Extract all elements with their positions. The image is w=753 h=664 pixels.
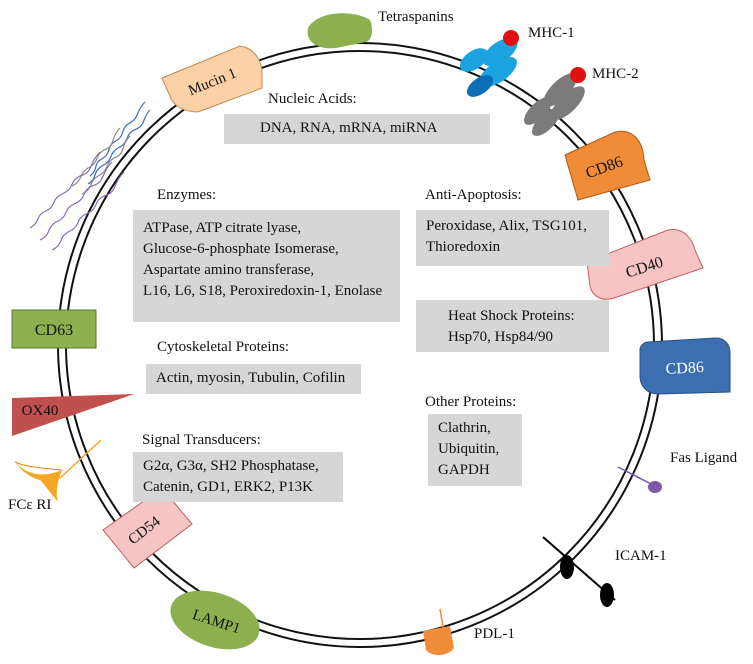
- enzymes-line: Glucose-6-phosphate Isomerase,: [143, 241, 339, 257]
- tetraspanins-icon: [307, 13, 373, 49]
- signal-transducers-box: G2α, G3α, SH2 Phosphatase, Catenin, GD1,…: [133, 452, 343, 502]
- nucleic-acids-line: DNA, RNA, mRNA, miRNA: [260, 120, 438, 136]
- signal-transducers-line: Catenin, GD1, ERK2, P13K: [143, 479, 313, 495]
- cytoskeletal-box: Actin, myosin, Tubulin, Cofilin: [146, 364, 361, 394]
- cd54-icon: [102, 487, 193, 569]
- cd86-right-icon: [639, 337, 731, 395]
- icam1-icon: [542, 536, 616, 607]
- mhc1-icon: [459, 30, 519, 97]
- tetraspanins-label: Tetraspanins: [378, 9, 454, 25]
- cytoskeletal-line: Actin, myosin, Tubulin, Cofilin: [156, 370, 346, 386]
- cd86-right-label: CD86: [665, 359, 704, 378]
- cd63-label: CD63: [35, 322, 73, 339]
- icam1-label: ICAM-1: [615, 548, 667, 564]
- other-proteins-box: Clathrin, Ubiquitin, GAPDH: [428, 414, 522, 486]
- fas-ligand-icon: [617, 466, 662, 493]
- signal-transducers-title: Signal Transducers:: [142, 432, 261, 448]
- other-proteins-line: Ubiquitin,: [438, 441, 500, 457]
- enzymes-line: Aspartate amino transferase,: [143, 262, 315, 278]
- mucin1-icon: [161, 45, 263, 113]
- lamp1-icon: [170, 590, 260, 650]
- fas-ligand-label: Fas Ligand: [670, 450, 738, 466]
- other-proteins-line: Clathrin,: [438, 420, 491, 436]
- cytoskeletal-title: Cytoskeletal Proteins:: [157, 339, 290, 355]
- mhc1-label: MHC-1: [528, 25, 575, 41]
- anti-apoptosis-line: Thioredoxin: [426, 239, 501, 255]
- anti-apoptosis-title: Anti-Apoptosis:: [425, 187, 522, 203]
- mhc2-label: MHC-2: [592, 66, 639, 82]
- cd63-icon: [11, 309, 97, 349]
- enzymes-box: ATPase, ATP citrate lyase, Glucose-6-pho…: [133, 210, 400, 322]
- cd86-top-icon: [564, 130, 651, 201]
- other-proteins-title: Other Proteins:: [425, 394, 517, 410]
- pdl1-icon: [423, 608, 454, 656]
- signal-transducers-line: G2α, G3α, SH2 Phosphatase,: [143, 458, 319, 474]
- heat-shock-box: Heat Shock Proteins: Hsp70, Hsp84/90: [416, 300, 609, 352]
- anti-apoptosis-line: Peroxidase, Alix, TSG101,: [426, 218, 587, 234]
- anti-apoptosis-box: Peroxidase, Alix, TSG101, Thioredoxin: [416, 210, 609, 266]
- nucleic-acids-box: DNA, RNA, mRNA, miRNA: [224, 114, 490, 144]
- cd40-icon: [586, 229, 704, 300]
- other-proteins-line: GAPDH: [438, 462, 490, 478]
- enzymes-title: Enzymes:: [157, 187, 217, 203]
- ox40-icon: [12, 394, 134, 436]
- heat-shock-line: Hsp70, Hsp84/90: [448, 329, 554, 345]
- fce-ri-icon: [14, 439, 102, 502]
- enzymes-line: ATPase, ATP citrate lyase,: [143, 220, 302, 236]
- fce-ri-label: FCε RI: [8, 497, 52, 513]
- nucleic-acids-title: Nucleic Acids:: [268, 91, 357, 107]
- heat-shock-title: Heat Shock Proteins:: [448, 308, 575, 324]
- glycan-chains-icon: [29, 101, 151, 251]
- enzymes-line: L16, L6, S18, Peroxiredoxin-1, Enolase: [143, 283, 383, 299]
- mhc2-icon: [524, 67, 586, 136]
- pdl1-label: PDL-1: [474, 626, 515, 642]
- ox40-label: OX40: [22, 403, 59, 419]
